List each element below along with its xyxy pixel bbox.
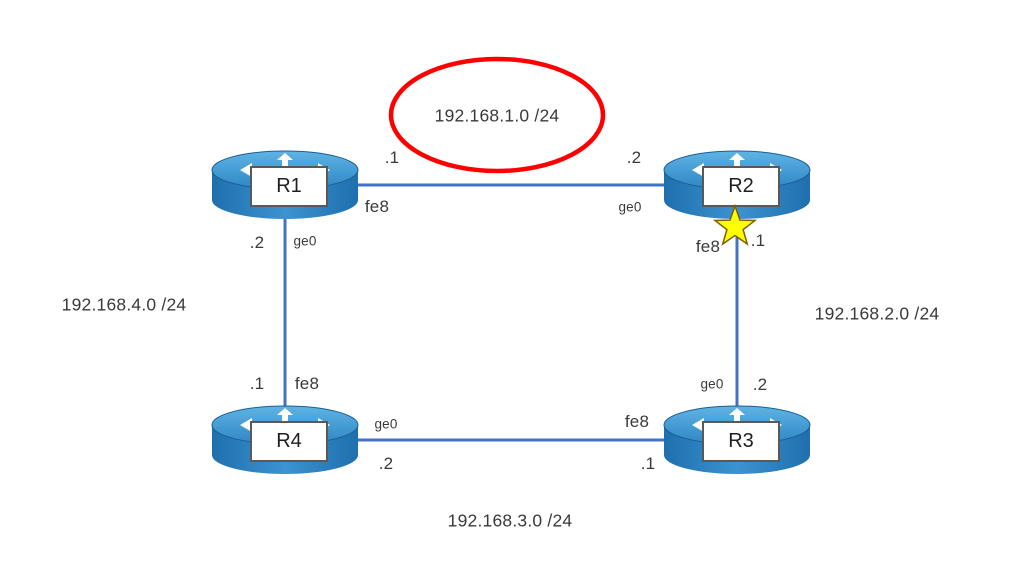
network-2-label: 192.168.2.0 /24 (814, 303, 940, 324)
router-r1-label: R1 (250, 166, 328, 207)
r4-bottom-addr-label: .2 (378, 454, 394, 473)
r4-fe8-interface-label: fe8 (294, 374, 320, 393)
r2-fe8-interface-label: fe8 (695, 237, 721, 256)
r1-ge0-interface-label: ge0 (293, 233, 317, 249)
r3-fe8-interface-label: fe8 (624, 412, 650, 431)
r3-ge0-interface-label: ge0 (700, 376, 724, 392)
network-3-label: 192.168.3.0 /24 (447, 510, 573, 531)
r3-bottom-addr-label: .1 (640, 454, 656, 473)
r4-left-addr-label: .1 (249, 374, 265, 393)
r1-top-addr-label: .1 (384, 148, 400, 167)
router-r2-label: R2 (702, 166, 780, 207)
network-4-label: 192.168.4.0 /24 (61, 294, 187, 315)
r2-ge0-interface-label: ge0 (618, 199, 642, 215)
router-r3-label: R3 (702, 421, 780, 462)
r1-left-addr-label: .2 (249, 233, 265, 252)
network-1-label: 192.168.1.0 /24 (434, 105, 560, 126)
r4-ge0-interface-label: ge0 (374, 416, 398, 432)
r2-right-addr-label: .1 (750, 231, 766, 250)
r3-right-addr-label: .2 (752, 375, 768, 394)
r1-fe8-interface-label: fe8 (364, 197, 390, 216)
r2-top-addr-label: .2 (626, 148, 642, 167)
router-r4-label: R4 (250, 421, 328, 462)
